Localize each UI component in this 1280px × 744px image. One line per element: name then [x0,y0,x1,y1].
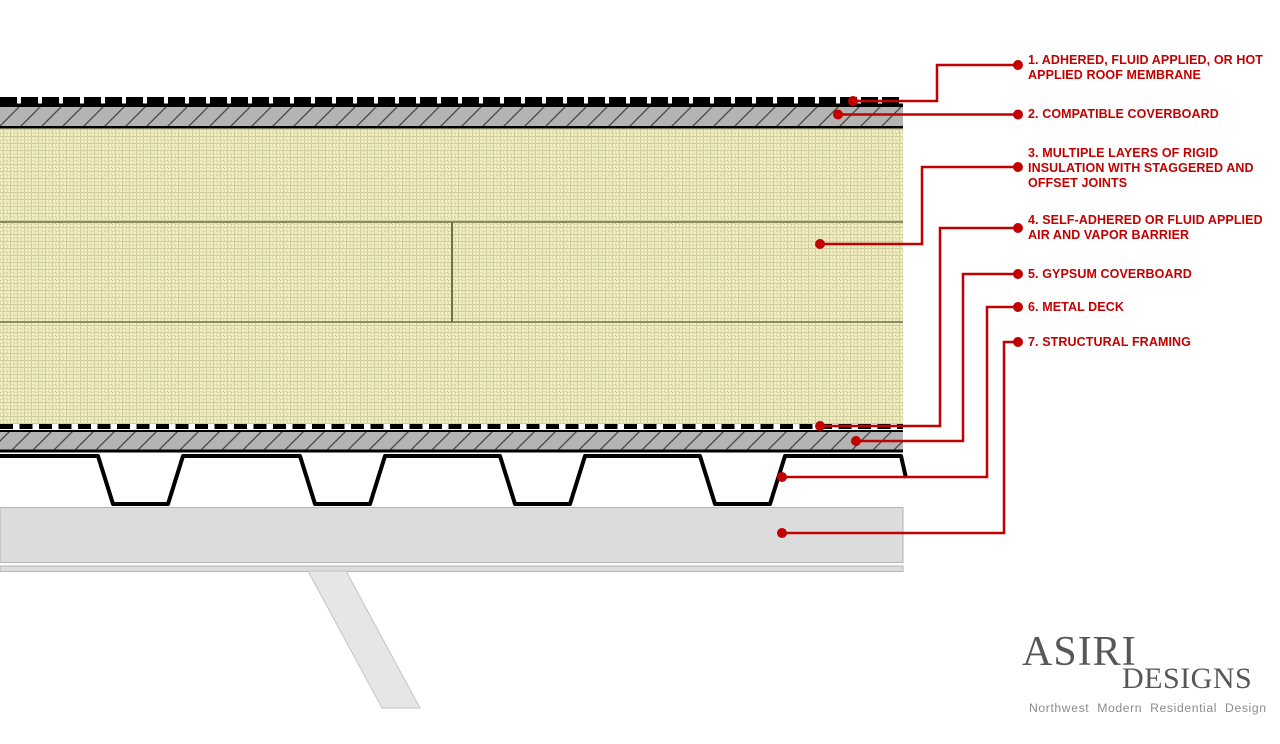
logo-wordmark-secondary: DESIGNS [1122,662,1253,695]
leader-rigid-insulation [815,162,1023,249]
leader-roof-membrane [848,60,1023,106]
logo-tagline: Northwest Modern Residential Design [1029,701,1267,715]
leader-metal-deck [777,302,1023,482]
callout-metal-deck: 6. METAL DECK [1028,300,1124,314]
callout-structural-framing: 7. STRUCTURAL FRAMING [1028,335,1191,349]
leader-structural-framing [777,337,1023,538]
layer-compatible-coverboard [0,107,903,129]
callout-coverboard: 2. COMPATIBLE COVERBOARD [1028,107,1219,121]
callout-vapor-barrier: 4. SELF-ADHERED OR FLUID APPLIED AIR AND… [1028,213,1263,242]
leader-coverboard [833,109,1023,120]
framing-bottom-flange [0,565,904,572]
layer-structural-framing [0,507,904,709]
logo-wordmark-primary: ASIRI [1022,629,1137,675]
callout-roof-membrane: 1. ADHERED, FLUID APPLIED, OR HOT APPLIE… [1028,53,1264,82]
callout-rigid-insulation: 3. MULTIPLE LAYERS OF RIGID INSULATION W… [1028,146,1254,190]
callout-gypsum-coverboard: 5. GYPSUM COVERBOARD [1028,267,1192,281]
layer-gypsum-coverboard [0,430,903,453]
leader-gypsum-coverboard [851,269,1023,446]
layer-metal-deck [0,454,908,506]
layer-rigid-insulation [0,128,903,424]
leader-vapor-barrier [815,223,1023,431]
framing-diagonal-brace [307,570,421,709]
layer-roof-membrane [0,97,903,107]
framing-beam [0,507,904,563]
callout-leaders [777,60,1023,538]
